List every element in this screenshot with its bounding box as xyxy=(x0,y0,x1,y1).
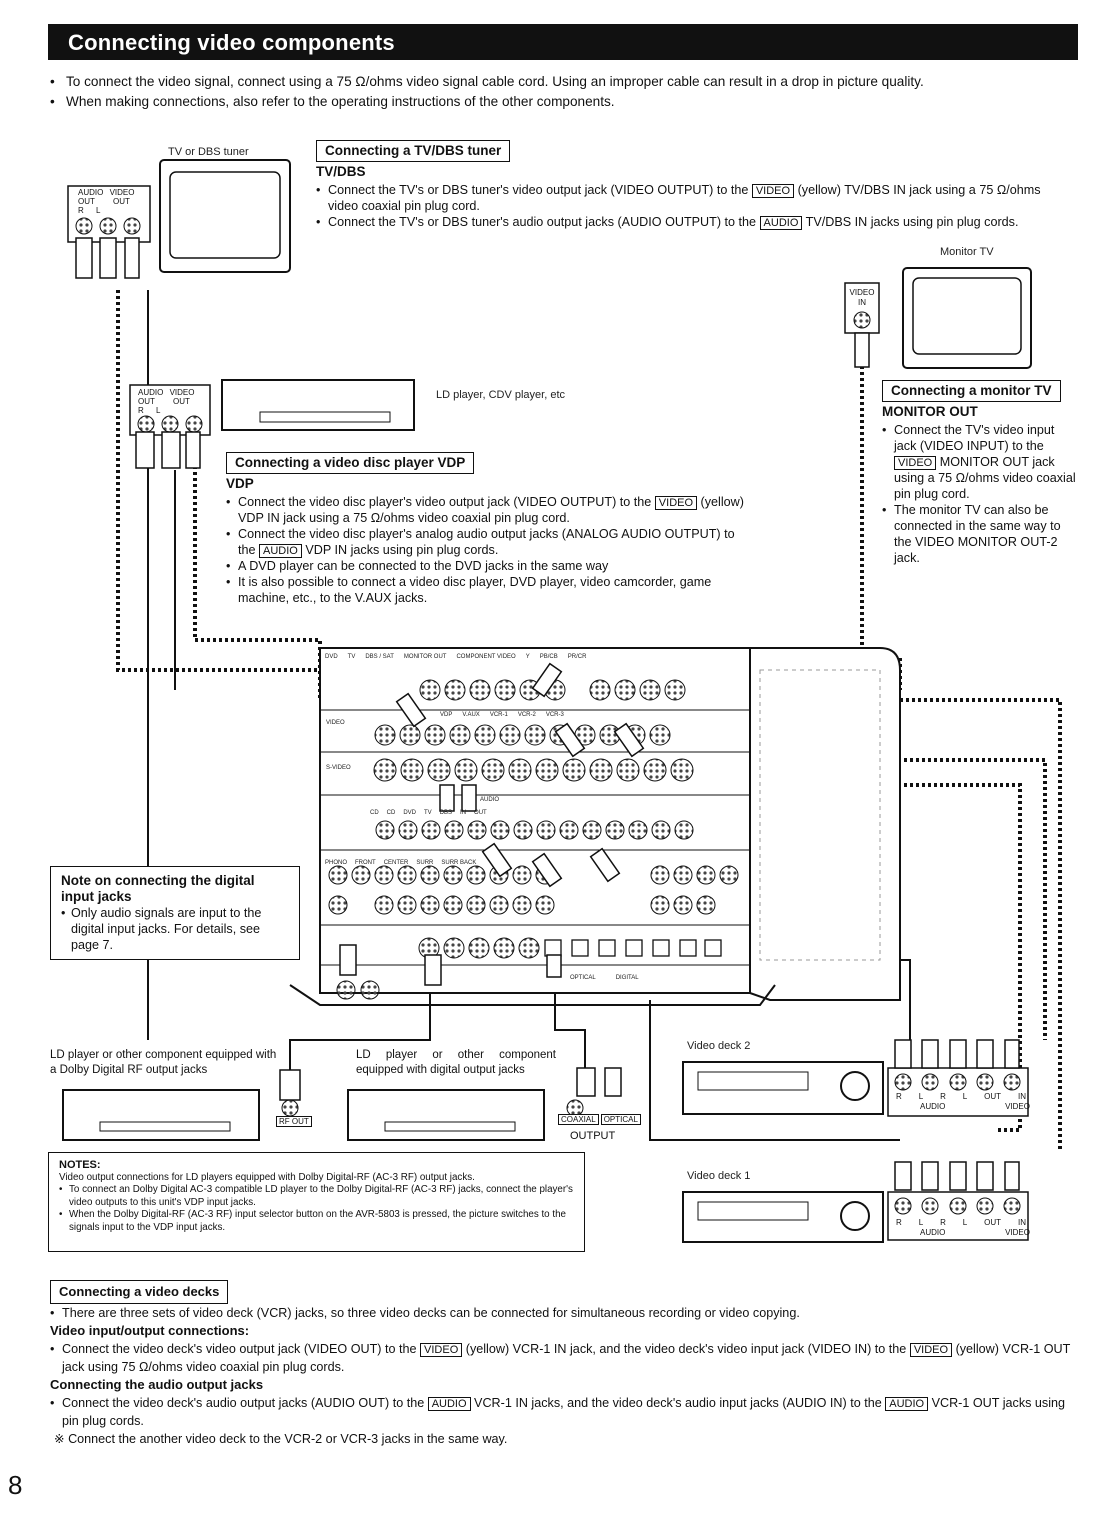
monitor-section: Connecting a monitor TV MONITOR OUT Conn… xyxy=(882,380,1077,566)
cable-vdp-audio xyxy=(193,460,322,700)
video-io-body: •Connect the video deck's video output j… xyxy=(50,1342,1071,1374)
vdp-box-title: Connecting a video disc player VDP xyxy=(226,452,475,474)
notes-item: •To connect an Dolby Digital AC-3 compat… xyxy=(59,1184,573,1208)
digital-note-title: Note on connecting the digital input jac… xyxy=(61,873,255,904)
tv-tuner-label: TV or DBS tuner xyxy=(168,146,249,158)
tv-dbs-box-title: Connecting a TV/DBS tuner xyxy=(316,140,511,162)
video-decks-intro: •There are three sets of video deck (VCR… xyxy=(50,1306,800,1320)
intro-bullet: When making connections, also refer to t… xyxy=(50,92,1090,112)
tv-dbs-bullet: Connect the TV's or DBS tuner's video ou… xyxy=(316,182,1056,214)
monitor-bullet: The monitor TV can also be connected in … xyxy=(882,502,1077,566)
cable-deck1-b xyxy=(649,1000,900,1141)
vdp-bullet: Connect the video disc player's analog a… xyxy=(226,526,746,558)
page-number: 8 xyxy=(8,1470,23,1500)
tv-tuner-jack-labels: AUDIO VIDEO OUT OUT R L xyxy=(78,188,135,215)
vdp-bullet: A DVD player can be connected to the DVD… xyxy=(226,558,746,574)
notes-box: NOTES: Video output connections for LD p… xyxy=(48,1152,585,1252)
rf-player xyxy=(62,1089,260,1141)
monitor-label: Monitor TV xyxy=(940,246,994,258)
deck2-label: Video deck 2 xyxy=(687,1040,751,1052)
intro-bullet: To connect the video signal, connect usi… xyxy=(50,72,1090,92)
vdp-jack-labels: AUDIO VIDEO OUT OUT R L xyxy=(138,388,195,415)
digital-player-jacks: COAXIAL OPTICAL xyxy=(558,1114,641,1125)
digital-note: Note on connecting the digital input jac… xyxy=(50,866,300,960)
receiver-label-video: VIDEO xyxy=(326,720,345,726)
vdp-heading: VDP xyxy=(226,476,254,491)
receiver-panel xyxy=(319,647,751,994)
page-title: Connecting video components xyxy=(48,24,1078,60)
digital-player-label: LD player or other component equipped wi… xyxy=(356,1049,556,1076)
digital-player-output: OUTPUT xyxy=(570,1130,616,1142)
monitor-bullet: Connect the TV's video input jack (VIDEO… xyxy=(882,422,1077,502)
tv-dbs-section: Connecting a TV/DBS tuner TV/DBS Connect… xyxy=(316,140,1056,230)
intro-bullets: To connect the video signal, connect usi… xyxy=(50,72,1090,112)
tv-dbs-bullet: Connect the TV's or DBS tuner's audio ou… xyxy=(316,214,1056,230)
cable-rf xyxy=(289,960,431,1070)
cable-tv-audio xyxy=(116,290,320,672)
rf-player-label: LD player or other component equipped wi… xyxy=(50,1049,277,1076)
vdp-bullet: It is also possible to connect a video d… xyxy=(226,574,746,606)
audio-out-body: •Connect the video deck's audio output j… xyxy=(50,1396,1066,1428)
receiver-label-svideo: S-VIDEO xyxy=(326,765,351,771)
cable-deck1-a xyxy=(700,783,1022,1132)
video-decks-box-title: Connecting a video decks xyxy=(50,1280,229,1304)
digital-note-body: •Only audio signals are input to the dig… xyxy=(61,906,262,952)
notes-title: NOTES: xyxy=(59,1159,101,1171)
rf-out-jack: RF OUT xyxy=(276,1116,312,1127)
cable-digital xyxy=(554,960,586,1080)
tv-dbs-heading: TV/DBS xyxy=(316,164,366,179)
audio-out-heading: Connecting the audio output jacks xyxy=(50,1377,264,1392)
vdp-section: Connecting a video disc player VDP VDP C… xyxy=(226,452,746,606)
monitor-heading: MONITOR OUT xyxy=(882,404,978,419)
video-decks-section: Connecting a video decks •There are thre… xyxy=(50,1280,1080,1448)
deck1-label: Video deck 1 xyxy=(687,1170,751,1182)
monitor-box-title: Connecting a monitor TV xyxy=(882,380,1061,402)
notes-line: Video output connections for LD players … xyxy=(59,1171,475,1183)
digital-player xyxy=(347,1089,545,1141)
video-decks-note: ※ Connect the another video deck to the … xyxy=(54,1432,508,1446)
vdp-bullet: Connect the video disc player's video ou… xyxy=(226,494,746,526)
receiver-label-audio: AUDIO xyxy=(480,797,500,803)
notes-item: •When the Dolby Digital-RF (AC-3 RF) inp… xyxy=(59,1209,566,1233)
vdp-player-label: LD player, CDV player, etc xyxy=(436,389,566,401)
video-io-heading: Video input/output connections: xyxy=(50,1323,250,1338)
